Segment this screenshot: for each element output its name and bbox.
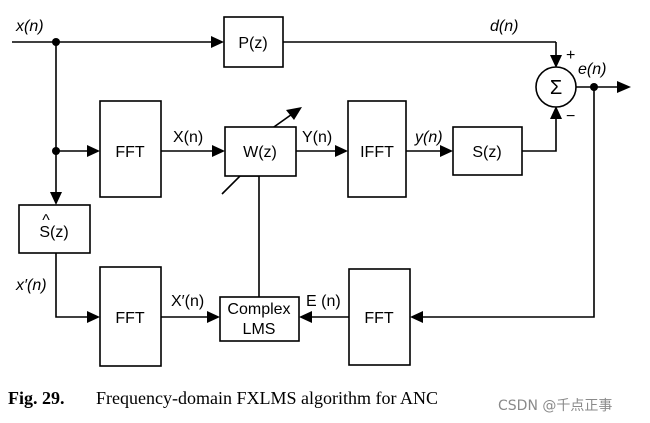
arrowhead-to-errfft <box>410 311 423 323</box>
arrowhead-to-sum-bottom <box>550 106 562 119</box>
signal-X: X(n) <box>173 129 203 146</box>
caption-text: Frequency-domain FXLMS algorithm for ANC <box>96 388 438 408</box>
signal-e: e(n) <box>578 61 606 78</box>
block-ifft-label: IFFT <box>360 144 394 161</box>
block-fft-mid <box>99 266 162 367</box>
block-ifft <box>347 100 407 198</box>
block-w-label: W(z) <box>243 144 277 161</box>
block-p <box>223 16 284 68</box>
signal-plus: + <box>566 47 575 64</box>
block-s-label: S(z) <box>472 144 501 161</box>
signal-E: E (n) <box>306 293 341 310</box>
arrowhead-to-lms-right <box>299 311 312 323</box>
block-fft-error-label: FFT <box>364 310 394 327</box>
summing-junction <box>535 66 577 108</box>
arrowhead-to-shat <box>50 192 62 205</box>
block-fft-error <box>348 268 411 366</box>
junction-error <box>590 83 598 91</box>
signal-x: x(n) <box>15 18 44 35</box>
junction-input <box>52 38 60 46</box>
wire-error-feedback <box>423 87 595 318</box>
arrowhead-to-fft-mid <box>87 311 100 323</box>
summing-junction-symbol: Σ <box>550 77 562 99</box>
signal-Y: Y(n) <box>302 129 332 146</box>
block-w <box>224 126 297 177</box>
wire-s-to-sum <box>522 118 557 152</box>
arrowhead-to-s <box>440 145 453 157</box>
watermark: CSDN @千点正事 <box>498 398 612 414</box>
wire-lms-to-w <box>221 175 260 297</box>
arrowhead-output <box>617 81 631 93</box>
block-fft-mid-label: FFT <box>115 310 145 327</box>
caption-number: Fig. 29. <box>8 388 65 408</box>
signal-d: d(n) <box>490 18 518 35</box>
arrowhead-to-fft-top <box>87 145 100 157</box>
block-s-hat-label: S(z) <box>39 224 68 241</box>
block-s <box>452 126 523 176</box>
block-complex-lms <box>219 296 300 342</box>
signal-minus: − <box>566 108 575 125</box>
block-complex-lms-line2: LMS <box>243 321 276 338</box>
block-complex-lms-line1: Complex <box>227 301 290 318</box>
adaptive-arrowhead <box>286 107 302 120</box>
wire-shat-to-fft <box>55 253 88 318</box>
signal-x-prime: x′(n) <box>15 277 47 294</box>
block-s-hat-accent: ^ <box>42 212 50 229</box>
junction-input-branch <box>52 147 60 155</box>
arrowhead-to-ifft <box>335 145 348 157</box>
signal-X-prime: X′(n) <box>171 293 204 310</box>
arrowhead-to-p <box>211 36 224 48</box>
signal-y: y(n) <box>414 129 443 146</box>
arrowhead-to-lms-left <box>207 311 220 323</box>
block-p-label: P(z) <box>238 35 267 52</box>
block-fft-top <box>99 100 162 198</box>
arrowhead-to-w <box>212 145 225 157</box>
block-fft-top-label: FFT <box>115 144 145 161</box>
block-s-hat <box>18 204 91 254</box>
arrowhead-to-sum-top <box>550 55 562 68</box>
